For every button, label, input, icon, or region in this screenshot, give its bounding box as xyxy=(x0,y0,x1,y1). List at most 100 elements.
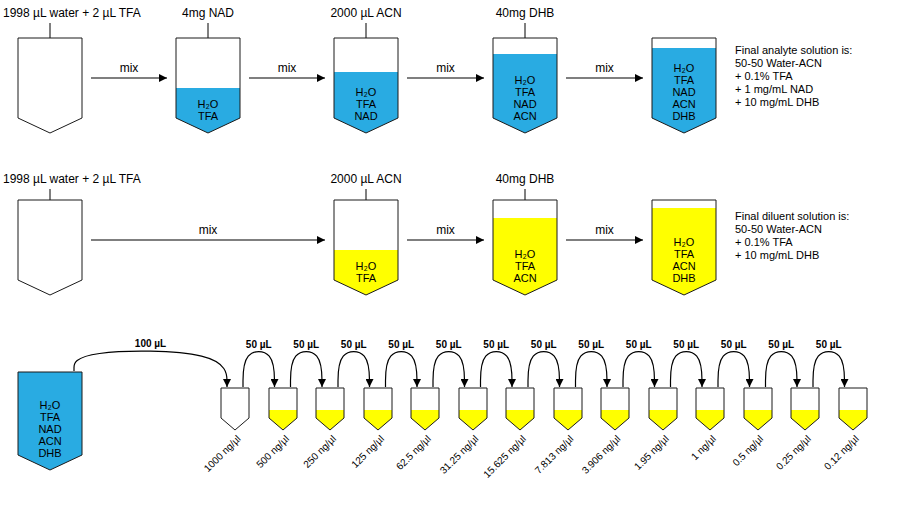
reagent-addition: 1998 µL water + 2 µL TFA xyxy=(3,172,141,186)
liquid xyxy=(18,372,82,470)
tube-border xyxy=(334,38,398,133)
tube-outline xyxy=(506,388,534,430)
tube-border xyxy=(791,388,819,430)
tube-outline xyxy=(649,388,677,430)
concentration-label: 500 ng/µl xyxy=(254,433,292,471)
transfer-arrow xyxy=(481,352,513,387)
liquid xyxy=(839,410,867,430)
transfer-volume: 50 µL xyxy=(434,339,464,350)
contents-text: H₂O TFA NAD xyxy=(354,86,377,122)
tube-ground xyxy=(493,200,557,295)
liquid xyxy=(334,72,398,133)
tube-ground xyxy=(18,372,82,470)
tube-border xyxy=(459,388,487,430)
mix-arrow xyxy=(91,239,325,240)
tube-ground xyxy=(18,200,82,295)
concentration-label: 62.5 ng/µl xyxy=(394,433,434,473)
transfer-arrow xyxy=(623,352,655,387)
liquid xyxy=(652,48,716,133)
transfer-volume: 50 µL xyxy=(766,339,796,350)
tube-outline xyxy=(696,388,724,430)
mix-arrow xyxy=(407,77,484,78)
transfer-arrow xyxy=(386,352,418,387)
solution-note: + 0.1% TFA xyxy=(735,236,793,249)
liquid xyxy=(269,410,297,430)
transfer-volume: 50 µL xyxy=(529,339,559,350)
transfer-arrow xyxy=(433,352,465,387)
solution-note: Final analyte solution is: xyxy=(735,44,852,57)
transfer-arrow xyxy=(576,352,608,387)
tube-ground xyxy=(221,388,249,430)
tube-ground xyxy=(269,388,297,430)
transfer-volume: 50 µL xyxy=(624,339,654,350)
liquid xyxy=(506,410,534,430)
tube-border xyxy=(221,388,249,430)
mix-label: mix xyxy=(434,223,457,237)
tube-border xyxy=(364,388,392,430)
liquid xyxy=(334,250,398,295)
contents-list: H₂O TFA NAD ACN xyxy=(493,74,557,122)
tube-border xyxy=(316,388,344,430)
solution-note: 50-50 Water-ACN xyxy=(735,223,822,236)
test-tube: H₂O TFA NAD ACN DHB xyxy=(652,38,716,133)
transfer-volume: 50 µL xyxy=(386,339,416,350)
tube-ground xyxy=(791,388,819,430)
test-tube: 15.625 ng/µl xyxy=(506,388,534,430)
transfer-volume: 50 µL xyxy=(576,339,606,350)
tube-ground xyxy=(506,388,534,430)
tube-outline xyxy=(269,388,297,430)
concentration-label: 15.625 ng/µl xyxy=(481,433,529,481)
liquid xyxy=(744,410,772,430)
tube-outline xyxy=(316,388,344,430)
concentration-label: 1 ng/µl xyxy=(689,433,719,463)
solution-note: + 1 mg/mL NAD xyxy=(735,83,813,96)
test-tube: 125 ng/µl xyxy=(364,388,392,430)
test-tube: 1998 µL water + 2 µL TFA xyxy=(18,200,82,295)
concentration-label: 250 ng/µl xyxy=(301,433,339,471)
tube-border xyxy=(744,388,772,430)
solution-note: 50-50 Water-ACN xyxy=(735,57,822,70)
concentration-label: 125 ng/µl xyxy=(349,433,387,471)
concentration-label: 31.25 ng/µl xyxy=(437,433,481,477)
transfer-arrow xyxy=(291,352,323,387)
test-tube: 1000 ng/µl xyxy=(221,388,249,430)
tube-border xyxy=(493,200,557,295)
transfer-arrow xyxy=(338,352,370,387)
liquid xyxy=(493,54,557,133)
transfer-arrow xyxy=(813,352,845,387)
test-tube: 1.95 ng/µl xyxy=(649,388,677,430)
reagent-addition: 1998 µL water + 2 µL TFA xyxy=(3,6,141,20)
tube-ground xyxy=(601,388,629,430)
test-tube: 1 ng/µl xyxy=(696,388,724,430)
test-tube: 250 ng/µl xyxy=(316,388,344,430)
liquid xyxy=(316,410,344,430)
contents-list: H₂O TFA xyxy=(176,98,240,122)
liquid xyxy=(176,88,240,133)
tube-ground xyxy=(18,38,82,133)
contents-text: H₂O TFA ACN xyxy=(513,248,536,284)
test-tube: 3.906 ng/µl xyxy=(601,388,629,430)
tube-ground xyxy=(411,388,439,430)
transfer-volume: 50 µL xyxy=(719,339,749,350)
contents-text: H₂O TFA NAD ACN DHB xyxy=(38,399,61,459)
reagent-addition: 40mg DHB xyxy=(496,172,555,186)
tube-border xyxy=(554,388,582,430)
transfer-volume: 50 µL xyxy=(244,339,274,350)
tube-outline xyxy=(744,388,772,430)
mix-arrow xyxy=(407,239,484,240)
tube-border xyxy=(652,38,716,133)
tube-ground xyxy=(554,388,582,430)
concentration-label: 1000 ng/µl xyxy=(202,433,244,475)
reagent-addition: 40mg DHB xyxy=(496,6,555,20)
tube-ground xyxy=(334,38,398,133)
tube-outline xyxy=(554,388,582,430)
tube-ground xyxy=(652,200,716,295)
contents-text: H₂O TFA NAD ACN xyxy=(513,74,536,122)
concentration-label: 0.5 ng/µl xyxy=(730,433,766,469)
liquid xyxy=(554,410,582,430)
liquid xyxy=(459,410,487,430)
test-tube: 7.813 ng/µl xyxy=(554,388,582,430)
mix-label: mix xyxy=(197,223,220,237)
test-tube: 0.12 ng/µl xyxy=(839,388,867,430)
transfer-arrow xyxy=(766,352,798,387)
